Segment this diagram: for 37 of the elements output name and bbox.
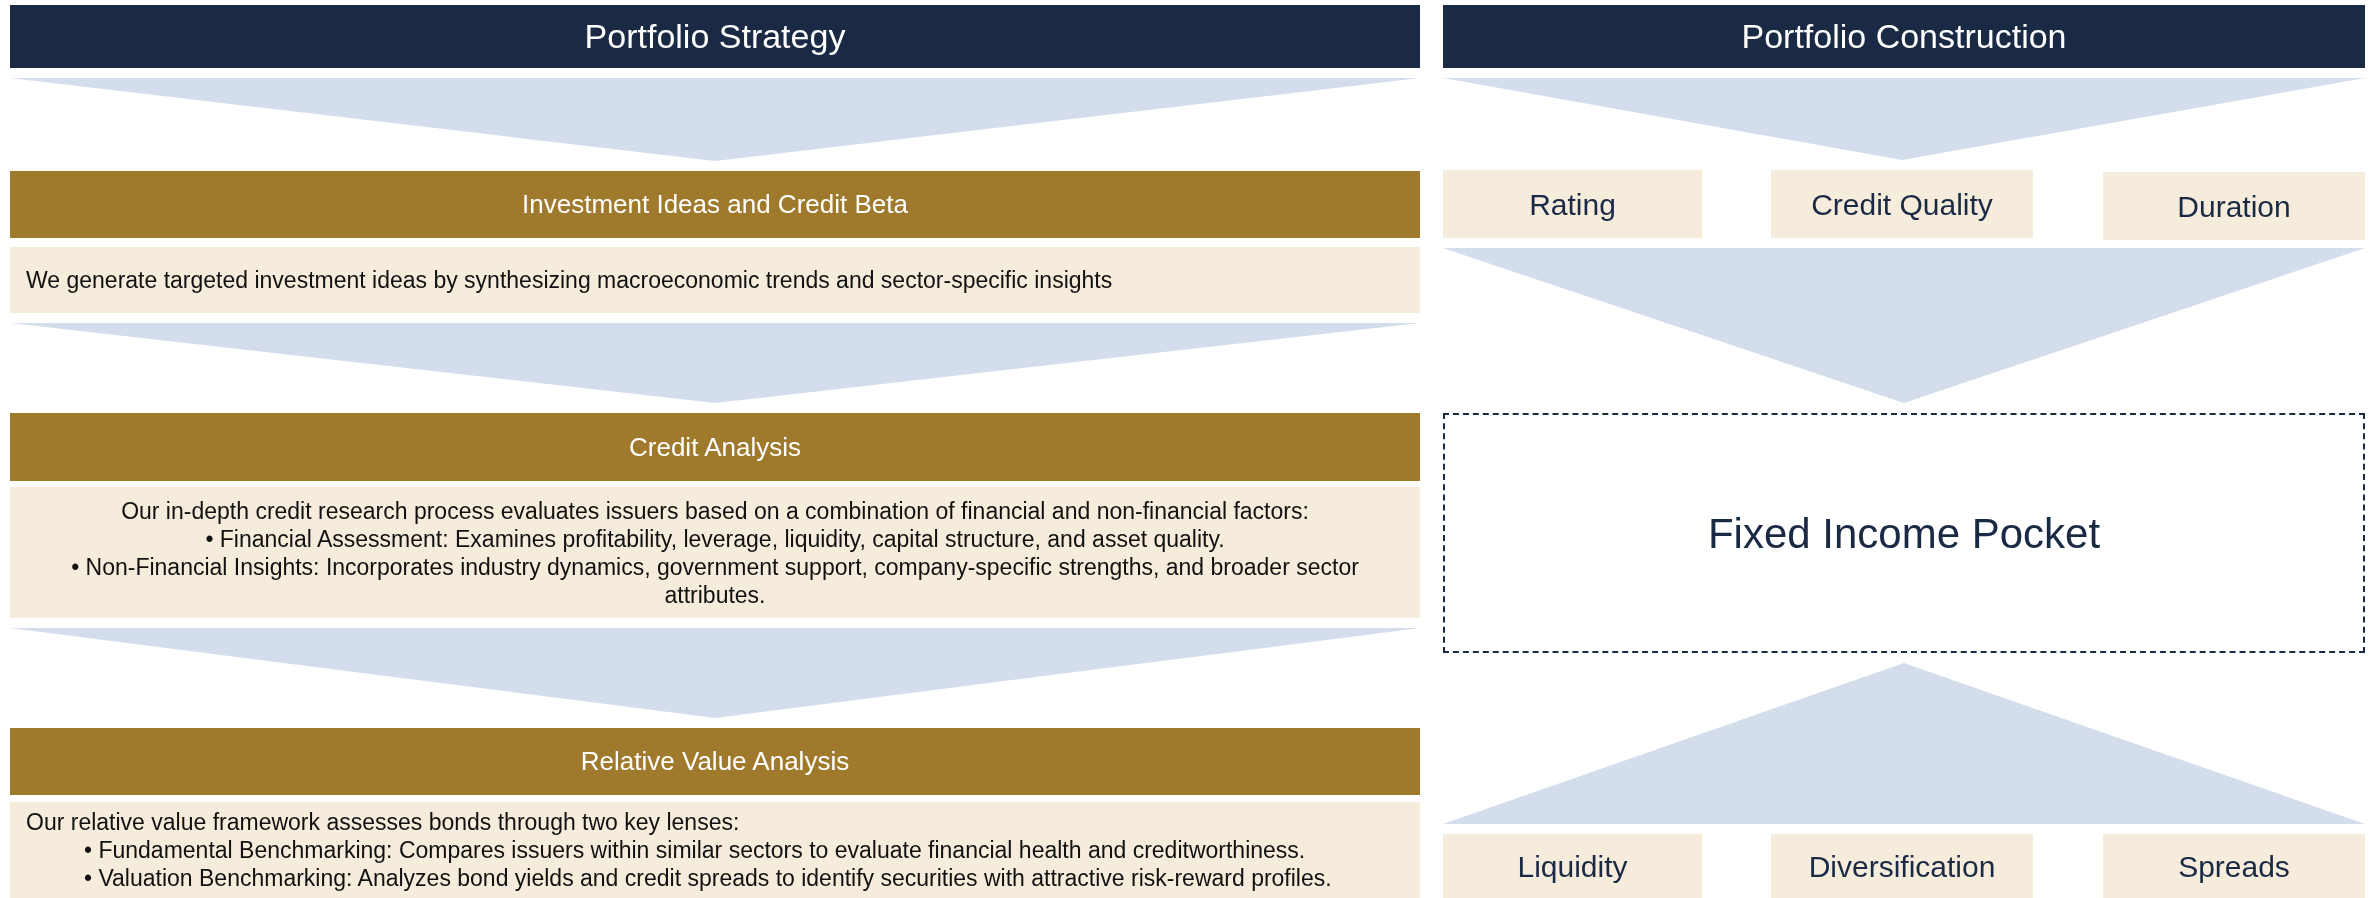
chevron-arrow bbox=[1443, 248, 2365, 403]
node-title: Spreads bbox=[2178, 848, 2290, 885]
node-title: Investment Ideas and Credit Beta bbox=[522, 188, 908, 221]
node-title: Duration bbox=[2177, 188, 2291, 225]
section-header bbox=[10, 5, 1420, 68]
node-title: Liquidity bbox=[1517, 848, 1628, 885]
node-title: Fixed Income Pocket bbox=[1707, 508, 2101, 559]
bullet-item: • Non-Financial Insights: Incorporates industry dynamics, government support, company-specific strengths, and broader sector attributes. bbox=[70, 552, 1360, 609]
bullet-item: • Financial Assessment: Examines profitability, leverage, liquidity, capital structure, and asset quality. bbox=[204, 524, 1226, 553]
target-box bbox=[1443, 413, 2365, 653]
bullet-item: • Fundamental Benchmarking: Compares issuers within similar sectors to evaluate financial health and creditworthiness. bbox=[83, 836, 1307, 864]
factor-box bbox=[2103, 172, 2365, 240]
chevron-arrow bbox=[1443, 663, 2365, 824]
section-header bbox=[1443, 5, 2365, 68]
node-title: Portfolio Strategy bbox=[584, 16, 846, 57]
node-title: Relative Value Analysis bbox=[580, 745, 850, 778]
node-title: Portfolio Construction bbox=[1741, 16, 2067, 57]
paragraph-text: We generate targeted investment ideas by synthesizing macroeconomic trends and sector-specific insights bbox=[26, 266, 1114, 294]
node-title: Credit Quality bbox=[1811, 186, 1993, 223]
paragraph-text: Our in-depth credit research process evaluates issuers based on a combination of financial and non-financial factors: bbox=[120, 496, 1310, 525]
paragraph-text: Our relative value framework assesses bonds through two key lenses: bbox=[26, 808, 741, 836]
description-panel bbox=[10, 802, 1420, 898]
step-band bbox=[10, 728, 1420, 795]
description-panel bbox=[10, 247, 1420, 313]
node-title: Credit Analysis bbox=[629, 430, 801, 464]
bullet-item: • Valuation Benchmarking: Analyzes bond yields and credit spreads to identify securities with attractive risk-reward profiles. bbox=[83, 864, 1333, 892]
factor-box bbox=[1771, 834, 2033, 898]
factor-box bbox=[1443, 170, 1702, 238]
step-band bbox=[10, 171, 1420, 238]
factor-box bbox=[1443, 834, 1702, 898]
chevron-arrow bbox=[1443, 78, 2365, 160]
description-panel bbox=[10, 487, 1420, 618]
node-title: Rating bbox=[1529, 186, 1616, 223]
node-title: Diversification bbox=[1808, 848, 1996, 885]
step-band bbox=[10, 413, 1420, 481]
factor-box bbox=[2103, 834, 2365, 898]
factor-box bbox=[1771, 170, 2033, 238]
